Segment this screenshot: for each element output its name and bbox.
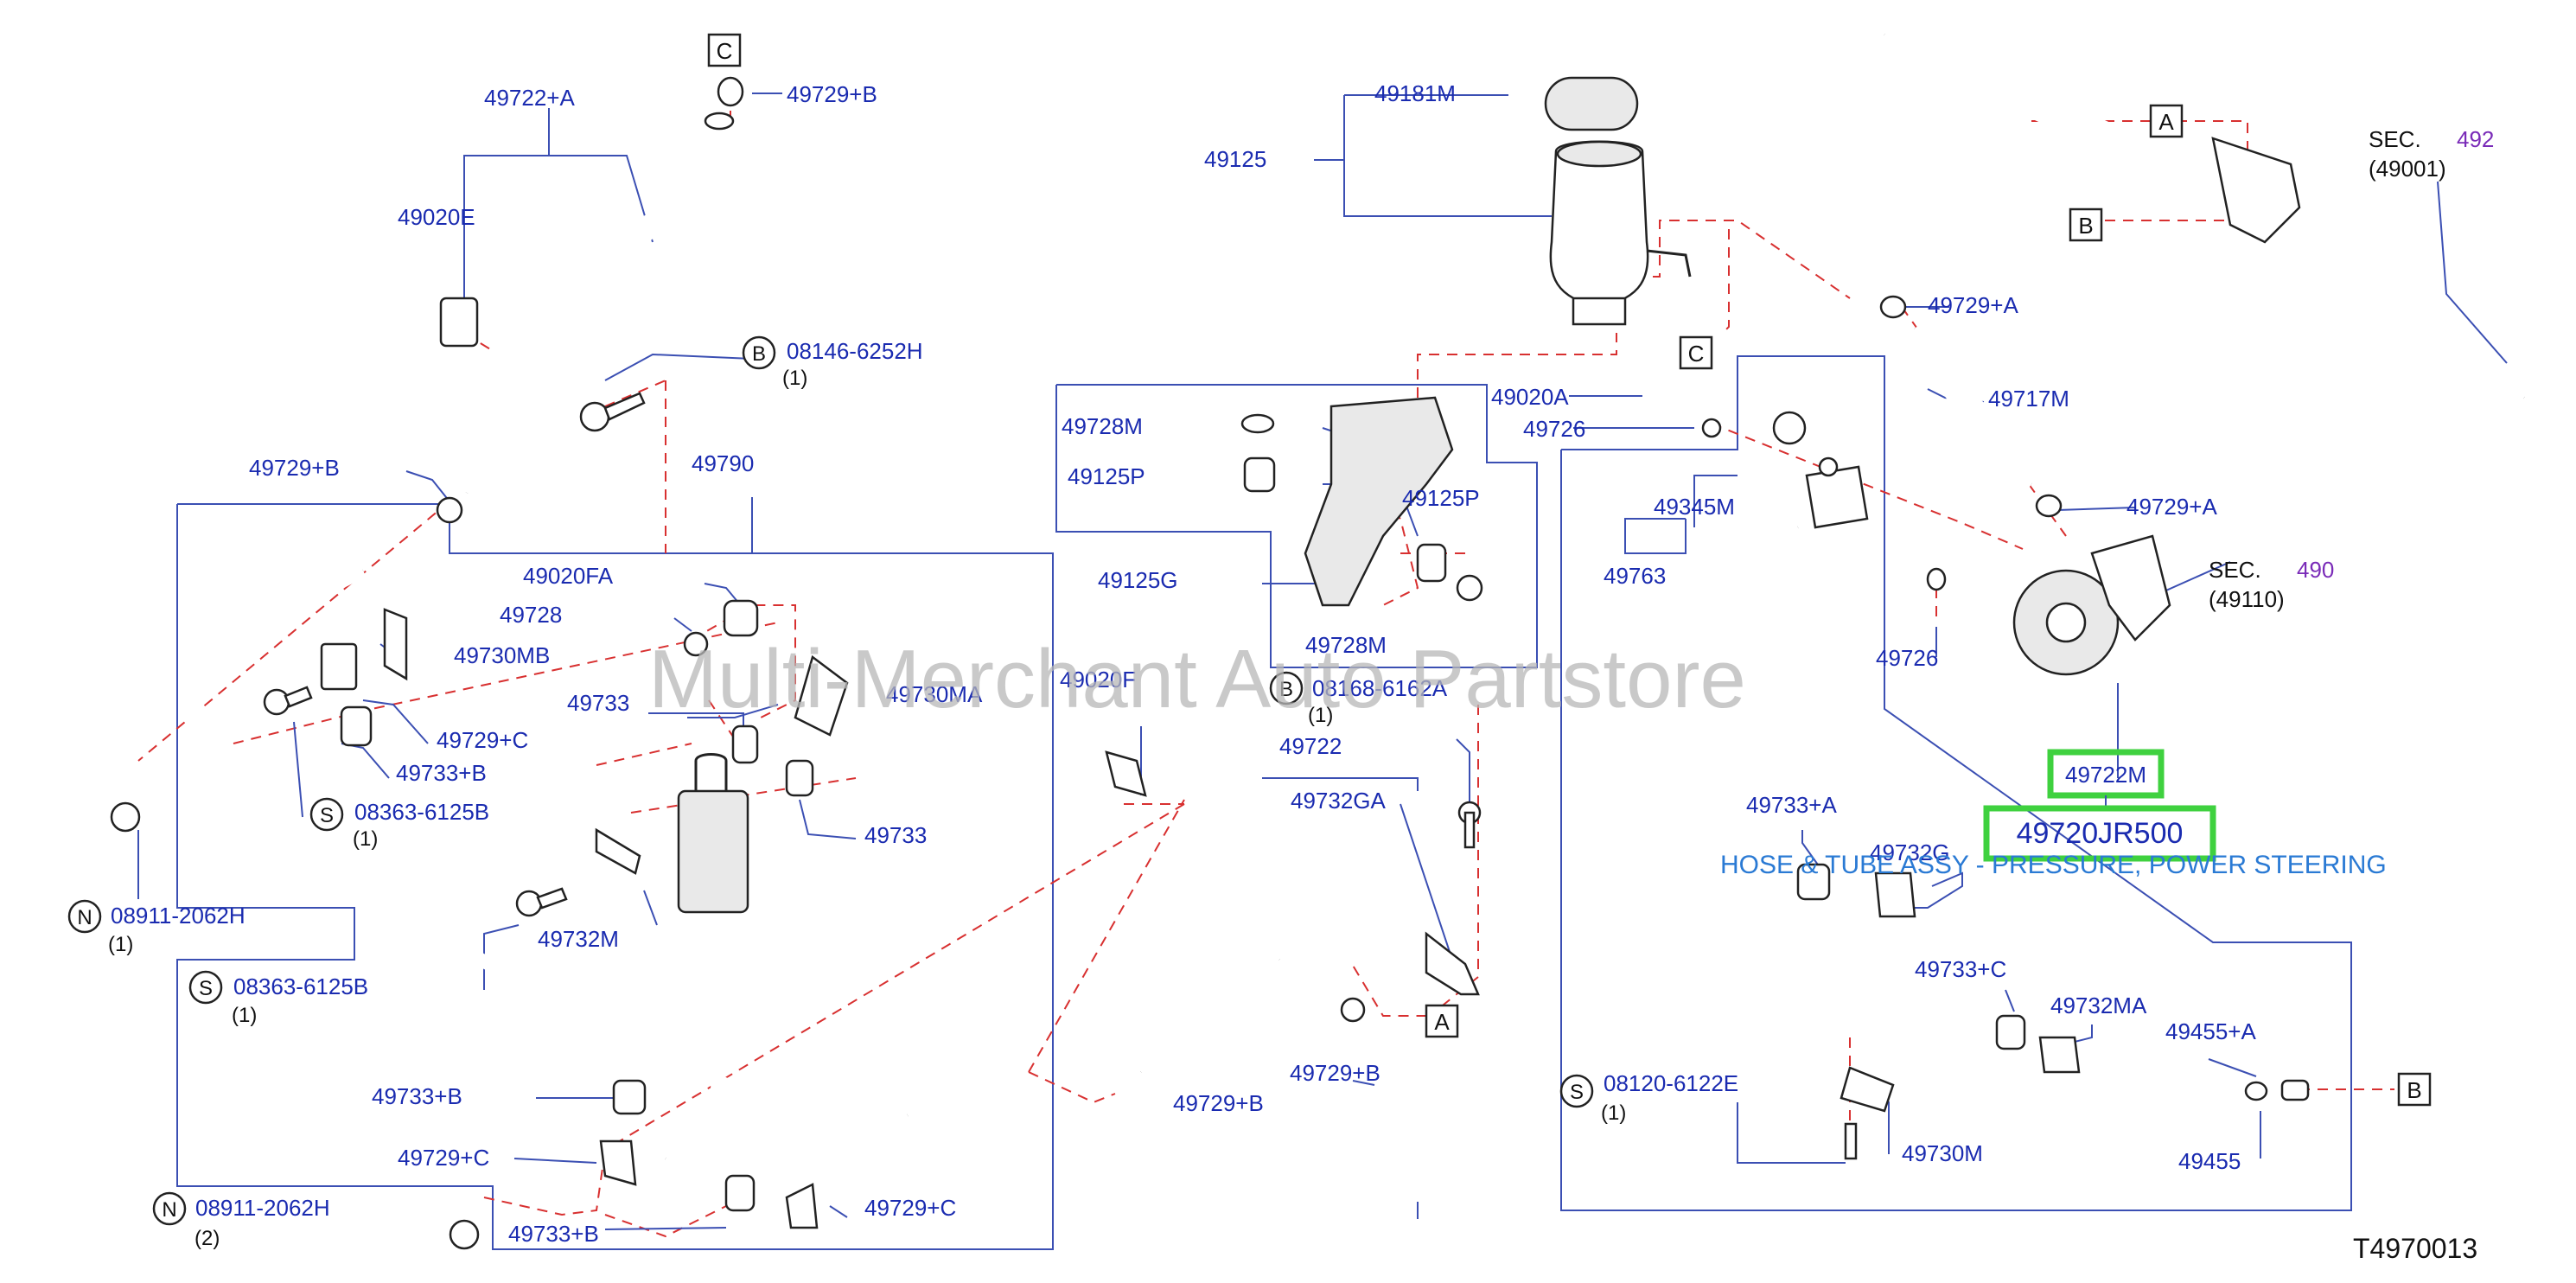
qty-08911-b: (2)	[194, 1227, 220, 1250]
letter-c-top: C	[717, 38, 733, 64]
circle-b-2: B	[1279, 678, 1293, 701]
label-49722a: 49722+A	[484, 85, 575, 111]
pressure-hose-frame	[1560, 355, 2352, 1211]
qty-08120: (1)	[1601, 1101, 1626, 1125]
qty-08911-a: (1)	[108, 933, 133, 956]
label-49732g: 49732G	[1870, 839, 1950, 865]
circle-b-1: B	[752, 342, 766, 366]
label-49732ma: 49732MA	[2050, 993, 2147, 1018]
watermark: Multi-Merchant Auto Partstore	[648, 633, 1746, 725]
part-drawings	[110, 21, 2534, 1250]
label-49125: 49125	[1204, 146, 1266, 172]
sec-492-number: 492	[2457, 126, 2494, 152]
label-49125g: 49125G	[1098, 567, 1178, 593]
qty-08363-b: (1)	[232, 1004, 257, 1027]
highlight-part-number[interactable]: 49720JR500	[2017, 817, 2184, 850]
label-49733b-c: 49733+B	[508, 1221, 599, 1247]
highlight-ref[interactable]: 49722M	[2065, 762, 2146, 788]
label-08146: 08146-6252H	[787, 338, 923, 364]
circle-s-3: S	[1570, 1081, 1584, 1104]
highlighted-part[interactable]: 49722M 49720JR500 HOSE & TUBE ASSY - PRE…	[1720, 749, 2387, 879]
qty-08168: (1)	[1308, 704, 1333, 727]
label-08911-a: 08911-2062H	[111, 903, 245, 929]
label-49730ma: 49730MA	[886, 681, 983, 707]
label-49726-a: 49726	[1523, 416, 1585, 442]
circle-n-1: N	[77, 906, 92, 929]
label-49729b-mid: 49729+B	[1290, 1060, 1380, 1086]
letter-a-top: A	[2158, 109, 2174, 135]
label-49728: 49728	[500, 602, 562, 628]
letter-b-right: B	[2407, 1077, 2421, 1103]
label-49733c: 49733+C	[1915, 956, 2006, 982]
label-49729a-b: 49729+A	[2126, 494, 2217, 520]
label-49125p-a: 49125P	[1068, 463, 1145, 489]
label-49730mb: 49730MB	[454, 642, 550, 668]
label-49020fa: 49020FA	[523, 563, 614, 589]
label-49722: 49722	[1279, 733, 1342, 759]
circle-s-1: S	[320, 804, 334, 827]
label-49717m: 49717M	[1988, 386, 2069, 412]
label-49733a: 49733+A	[1746, 792, 1837, 818]
label-49455a: 49455+A	[2165, 1018, 2256, 1044]
label-49729b-top: 49729+B	[787, 81, 877, 107]
label-49125p-b: 49125P	[1402, 485, 1480, 511]
label-08120: 08120-6122E	[1604, 1070, 1738, 1096]
label-49729b-low: 49729+B	[1173, 1090, 1264, 1116]
circle-n-2: N	[162, 1198, 176, 1222]
highlight-box-part-number[interactable]	[1983, 805, 2216, 862]
label-49726-b: 49726	[1876, 645, 1938, 671]
sec-490-prefix: SEC.	[2209, 557, 2261, 583]
label-49020a: 49020A	[1491, 384, 1569, 410]
sec-492-prefix: SEC.	[2369, 126, 2421, 152]
label-49732ga: 49732GA	[1291, 788, 1387, 814]
label-49729c-c: 49729+C	[864, 1195, 956, 1221]
label-49020f: 49020F	[1060, 667, 1136, 693]
label-49732m: 49732M	[538, 926, 619, 952]
qty-08146: (1)	[782, 367, 807, 390]
sec-492-code: (49001)	[2369, 156, 2446, 182]
label-49345m: 49345M	[1654, 494, 1735, 520]
leader-lines	[137, 93, 2508, 1230]
sec-490-number: 490	[2297, 557, 2334, 583]
reference-markers: C C A B A B B S N S N B S	[67, 33, 2432, 1226]
circle-s-2: S	[199, 977, 213, 1000]
diagram-code: T4970013	[2353, 1233, 2477, 1264]
qty-08363-a: (1)	[353, 827, 378, 851]
label-49728m-a: 49728M	[1062, 413, 1143, 439]
letter-b-top: B	[2078, 213, 2093, 239]
label-49455: 49455	[2178, 1148, 2241, 1174]
label-49729c-b: 49729+C	[398, 1145, 489, 1171]
label-49790: 49790	[692, 450, 754, 476]
label-08911-b: 08911-2062H	[195, 1195, 330, 1221]
label-49729c-a: 49729+C	[437, 727, 528, 753]
label-49733-a: 49733	[567, 690, 629, 716]
label-49733b-b: 49733+B	[372, 1083, 462, 1109]
label-49728m-b: 49728M	[1305, 632, 1387, 658]
label-49020e: 49020E	[398, 204, 475, 230]
reservoir-bracket-frame	[1055, 384, 1538, 668]
sec-490-code: (49110)	[2209, 586, 2285, 612]
left-group-frame	[176, 503, 1054, 1250]
label-49181m: 49181M	[1374, 80, 1456, 106]
label-49729b-left: 49729+B	[249, 455, 340, 481]
label-49763: 49763	[1604, 563, 1666, 589]
label-49729a-a: 49729+A	[1928, 292, 2018, 318]
label-08363-a: 08363-6125B	[354, 799, 489, 825]
label-08168: 08168-6162A	[1312, 675, 1448, 701]
label-08363-b: 08363-6125B	[233, 973, 368, 999]
letter-a-mid: A	[1434, 1009, 1450, 1035]
label-49733b-a: 49733+B	[396, 760, 487, 786]
highlight-description[interactable]: HOSE & TUBE ASSY - PRESSURE, POWER STEER…	[1720, 851, 2387, 879]
part-labels: 49722+A 49729+B 49020E 08146-6252H (1) 4…	[108, 80, 2494, 1250]
label-49733-b: 49733	[864, 822, 927, 848]
label-49730m: 49730M	[1902, 1140, 1983, 1166]
letter-c-mid: C	[1688, 341, 1705, 367]
